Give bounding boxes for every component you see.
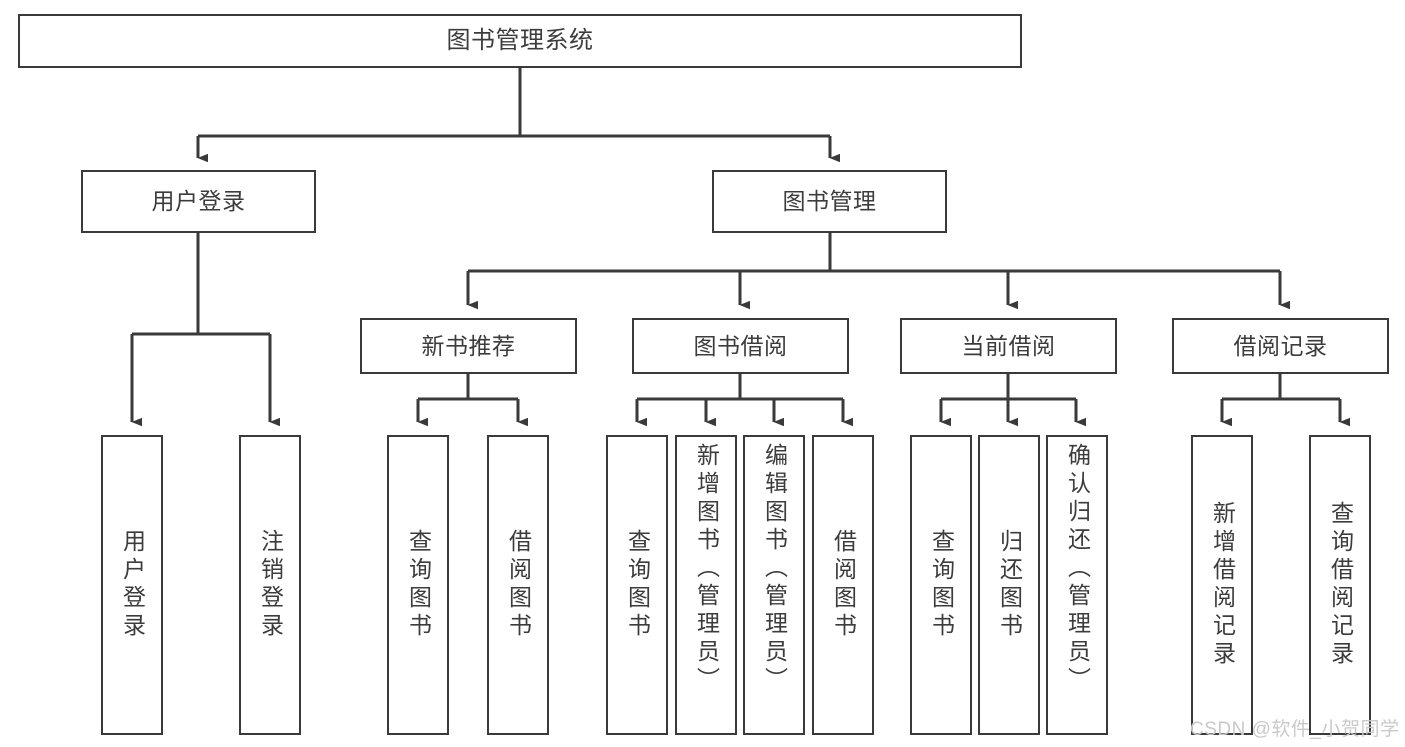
leaf-br-add-record-label: 新增借阅记录 (1209, 501, 1236, 669)
leaf-bb-borrow-book[interactable]: 借阅图书 (812, 435, 874, 735)
leaf-user-login[interactable]: 用户登录 (101, 435, 163, 735)
leaf-bb-add-book-label: 新增图书（管理员） (693, 443, 720, 695)
leaf-br-add-record[interactable]: 新增借阅记录 (1191, 435, 1253, 735)
leaf-br-query-record[interactable]: 查询借阅记录 (1309, 435, 1371, 735)
leaf-bb-add-book[interactable]: 新增图书（管理员） (675, 435, 737, 735)
leaf-cb-query-book-label: 查询图书 (928, 529, 955, 641)
csdn-watermark: CSDN @软件_小贺同学 (1190, 719, 1400, 740)
leaf-nb-query-book[interactable]: 查询图书 (387, 435, 449, 735)
node-new-book-recommend[interactable]: 新书推荐 (360, 318, 577, 374)
node-borrow-records[interactable]: 借阅记录 (1172, 318, 1389, 374)
node-user-login[interactable]: 用户登录 (81, 170, 316, 233)
leaf-user-login-label: 用户登录 (119, 529, 146, 641)
leaf-nb-query-book-label: 查询图书 (405, 529, 432, 641)
node-book-management[interactable]: 图书管理 (712, 170, 947, 233)
node-user-login-label: 用户登录 (151, 188, 246, 214)
leaf-logout[interactable]: 注销登录 (239, 435, 301, 735)
leaf-bb-query-book[interactable]: 查询图书 (606, 435, 668, 735)
leaf-bb-query-book-label: 查询图书 (624, 529, 651, 641)
leaf-cb-return-book[interactable]: 归还图书 (978, 435, 1040, 735)
leaf-bb-edit-book-label: 编辑图书（管理员） (761, 443, 788, 695)
node-new-book-recommend-label: 新书推荐 (421, 332, 516, 359)
node-book-borrow[interactable]: 图书借阅 (632, 318, 849, 374)
node-root-system[interactable]: 图书管理系统 (18, 14, 1022, 68)
node-current-borrow[interactable]: 当前借阅 (900, 318, 1117, 374)
leaf-cb-query-book[interactable]: 查询图书 (910, 435, 972, 735)
node-book-borrow-label: 图书借阅 (693, 332, 788, 359)
leaf-br-query-record-label: 查询借阅记录 (1327, 501, 1354, 669)
leaf-nb-borrow-book-label: 借阅图书 (505, 529, 532, 641)
leaf-cb-confirm-return-label: 确认归还（管理员） (1064, 443, 1091, 695)
node-root-system-label: 图书管理系统 (446, 27, 594, 54)
leaf-nb-borrow-book[interactable]: 借阅图书 (487, 435, 549, 735)
node-borrow-records-label: 借阅记录 (1233, 332, 1328, 359)
leaf-bb-borrow-book-label: 借阅图书 (830, 529, 857, 641)
leaf-cb-confirm-return[interactable]: 确认归还（管理员） (1046, 435, 1108, 735)
leaf-logout-label: 注销登录 (257, 529, 284, 641)
leaf-cb-return-book-label: 归还图书 (996, 529, 1023, 641)
node-book-management-label: 图书管理 (782, 188, 877, 214)
node-current-borrow-label: 当前借阅 (961, 332, 1056, 359)
leaf-bb-edit-book[interactable]: 编辑图书（管理员） (743, 435, 805, 735)
